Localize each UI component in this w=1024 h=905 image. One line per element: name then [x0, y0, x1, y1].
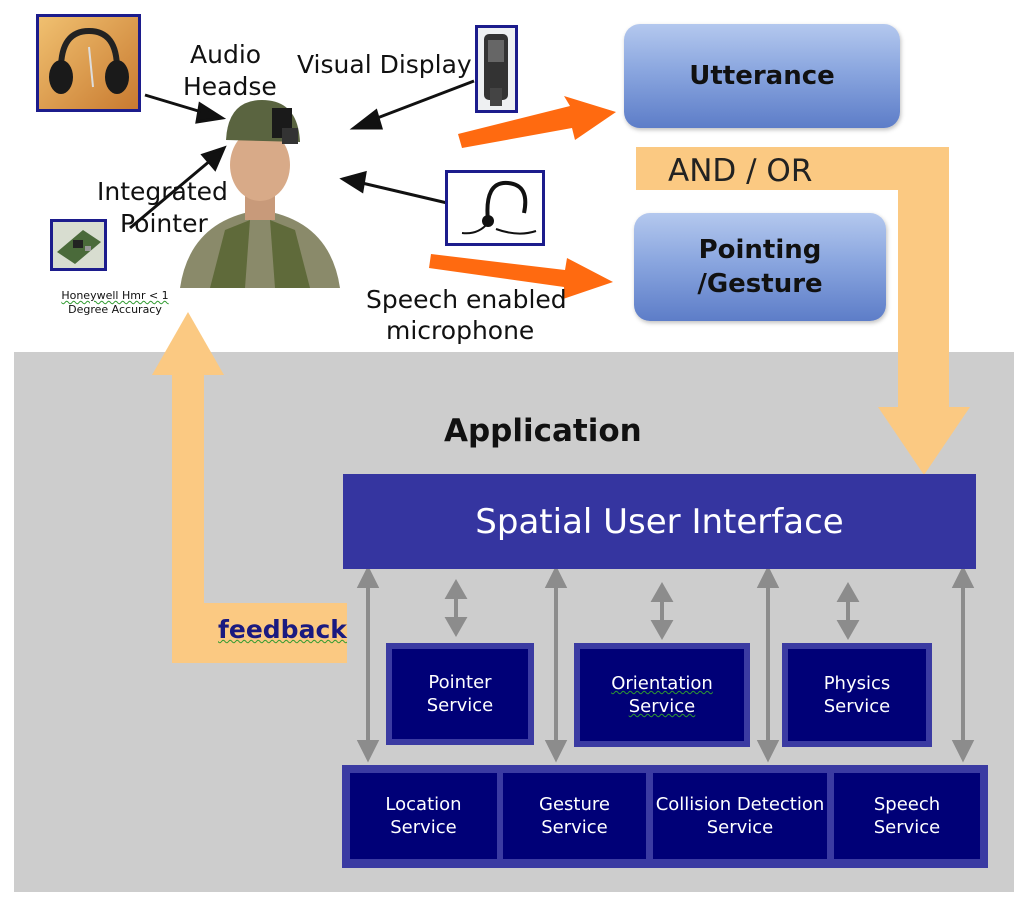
spatial-user-interface-bar: Spatial User Interface: [343, 474, 976, 569]
headset-icon: [49, 27, 129, 94]
display-device-icon: [484, 34, 508, 106]
audio-headset-label-line1: Audio: [190, 40, 262, 69]
integrated-pointer-label-line2: Pointer: [120, 209, 208, 238]
utterance-label: Utterance: [689, 61, 835, 91]
orientation-service-line1: Orientation: [611, 673, 713, 694]
feedback-up-arrowhead: [152, 312, 224, 375]
collision-detection-service-line1: Collision Detection: [655, 794, 825, 815]
microphone-photo: [445, 170, 545, 246]
collision-detection-service-box: Collision Detection Service: [653, 773, 827, 859]
gesture-service-line2: Service: [541, 817, 608, 838]
spatial-user-interface-label: Spatial User Interface: [475, 501, 844, 542]
integrated-pointer-label-line1: Integrated: [97, 177, 228, 206]
pointer-service-box: Pointer Service: [386, 643, 534, 745]
speech-service-line1: Speech: [873, 794, 941, 815]
orientation-service-line2: Service: [628, 696, 696, 717]
soldier-photo: [170, 70, 350, 288]
circuit-board-icon: [57, 230, 101, 264]
microphone-label-line2: microphone: [386, 316, 535, 345]
visual-display-label: Visual Display: [297, 50, 472, 79]
gesture-orange-arrow: [429, 254, 613, 299]
accuracy-note-line2: Degree Accuracy: [68, 303, 162, 316]
application-title: Application: [444, 413, 642, 449]
display-arrow: [371, 79, 475, 122]
accuracy-note: Honeywell Hmr < 1 Degree Accuracy: [52, 289, 178, 317]
feedback-text: feedback: [218, 615, 347, 644]
pointing-gesture-box: Pointing /Gesture: [634, 213, 886, 321]
pointer-sensor-photo: [50, 219, 107, 271]
headset-arrow: [144, 93, 206, 115]
utterance-box: Utterance: [624, 24, 900, 128]
speech-service-box: Speech Service: [834, 773, 980, 859]
pointing-gesture-label-line2: /Gesture: [697, 269, 823, 299]
and-or-label: AND / OR: [668, 153, 813, 189]
gesture-service-line1: Gesture: [539, 794, 610, 815]
speech-service-line2: Service: [873, 817, 941, 838]
microphone-arrow: [361, 181, 461, 208]
physics-service-box: Physics Service: [782, 643, 932, 747]
visual-display-photo: [475, 25, 518, 113]
audio-headset-label-line2: Headse: [183, 72, 277, 101]
accuracy-note-line1: Honeywell Hmr < 1: [61, 289, 169, 302]
pointer-service-line2: Service: [426, 695, 494, 716]
feedback-label: feedback: [218, 615, 347, 644]
and-or-down-shaft: [898, 147, 949, 407]
utterance-orange-arrow: [458, 96, 616, 148]
pointer-arrow: [129, 158, 212, 230]
feedback-up-shaft: [172, 375, 204, 663]
orientation-service-box: Orientation Service: [574, 643, 750, 747]
location-service-line2: Service: [390, 817, 457, 838]
physics-service-line2: Service: [823, 696, 891, 717]
and-or-band: [636, 147, 949, 190]
microphone-label-line1: Speech enabled: [366, 285, 567, 314]
physics-service-line1: Physics: [823, 673, 891, 694]
location-service-box: Location Service: [350, 773, 497, 859]
pointing-gesture-label-line1: Pointing: [698, 235, 822, 265]
pointer-service-line1: Pointer: [428, 672, 492, 693]
collision-detection-service-line2: Service: [706, 817, 774, 838]
and-or-down-arrowhead: [878, 407, 970, 475]
soldier-illustration: [180, 100, 340, 288]
location-service-line1: Location: [385, 794, 462, 815]
microphone-headset-icon: [461, 180, 537, 235]
gesture-service-box: Gesture Service: [503, 773, 646, 859]
audio-headset-photo: [36, 14, 141, 112]
